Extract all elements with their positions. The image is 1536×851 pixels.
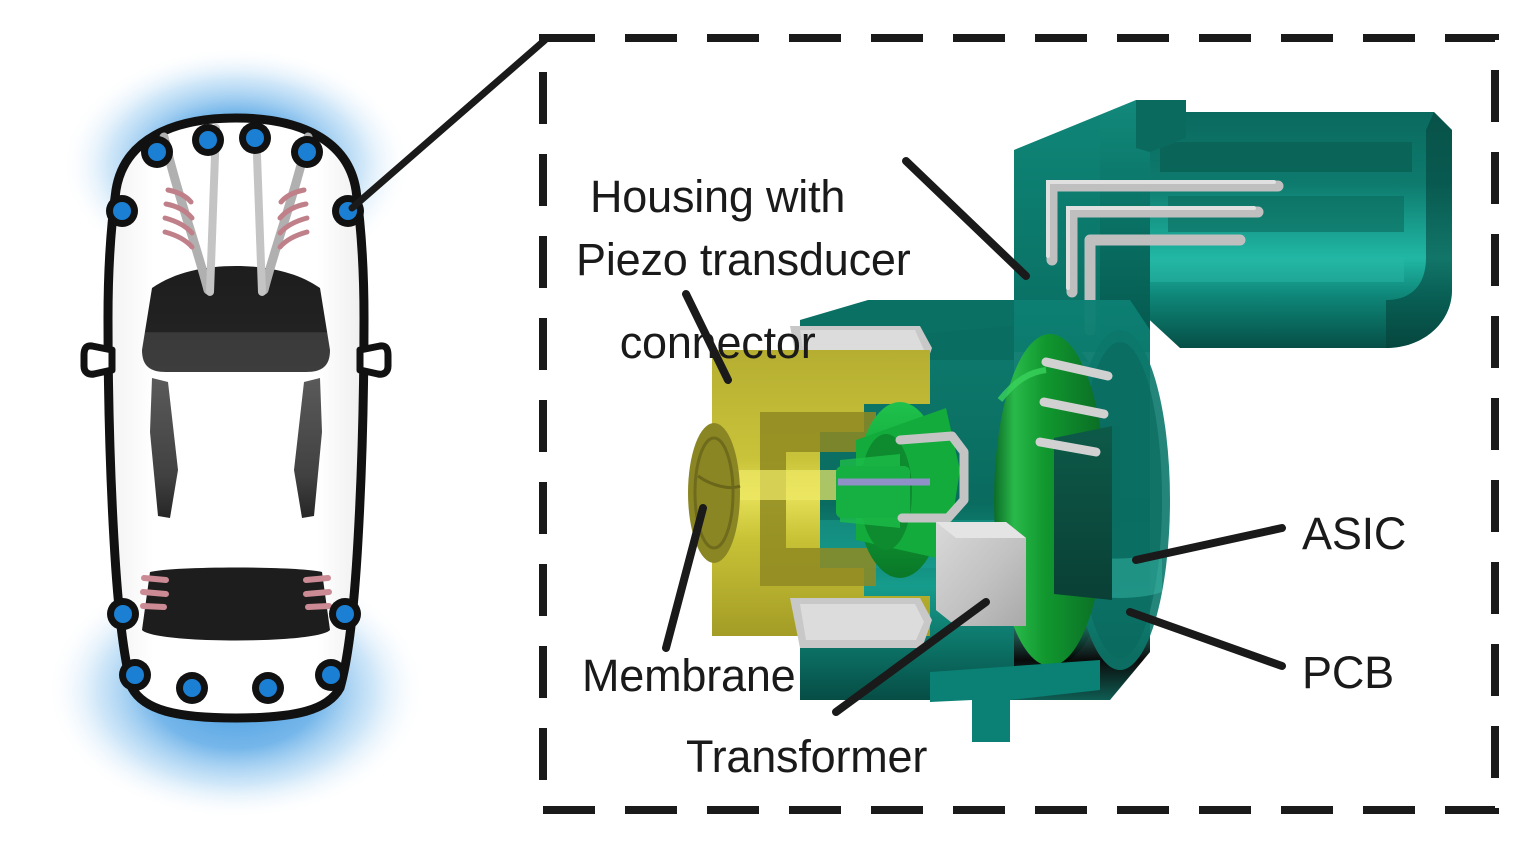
sensor-panel <box>539 34 1499 814</box>
headlight-left <box>162 187 195 250</box>
sensor-panel-border <box>539 34 1499 814</box>
label-pcb: PCB <box>1302 647 1394 698</box>
car-outline <box>103 113 369 723</box>
sensor-dot[interactable] <box>315 659 347 691</box>
left-mirror <box>80 342 116 378</box>
headlight-right <box>277 187 310 250</box>
right-mirror <box>356 342 392 378</box>
sensor-dot[interactable] <box>176 672 208 704</box>
leader-piezo <box>682 290 732 384</box>
windshield <box>142 266 330 372</box>
pin-loop <box>895 431 969 523</box>
left-side-window <box>150 378 178 518</box>
sensor-dot[interactable] <box>119 659 151 691</box>
transformer-block-front <box>936 522 1026 626</box>
sensor-dot[interactable] <box>252 672 284 704</box>
rear-window <box>142 567 330 641</box>
sensor-dot[interactable] <box>141 136 173 168</box>
sensor-assembly-drawing <box>688 100 1452 742</box>
sensor-dot[interactable] <box>106 195 138 227</box>
taillight-left <box>140 575 169 610</box>
car-body <box>80 113 392 723</box>
leader-housing <box>902 157 1030 280</box>
connector-pins-highlight <box>1046 180 1276 290</box>
taillight-right <box>303 575 332 610</box>
sensor-dot[interactable] <box>107 598 139 630</box>
label-asic: ASIC <box>1302 508 1407 559</box>
label-housing-line2: connector <box>619 316 816 368</box>
sensor-dot[interactable] <box>291 136 323 168</box>
sensor-dot[interactable] <box>239 122 271 154</box>
sensor-dot[interactable] <box>329 598 361 630</box>
housing-block <box>1014 100 1186 352</box>
connector-tube <box>1128 112 1452 348</box>
mounting-bracket <box>930 660 1100 742</box>
leader-pcb <box>1126 608 1286 670</box>
callout-leader-line <box>348 36 549 212</box>
label-housing-with-connector: Housing with connector <box>590 76 845 465</box>
leader-transformer <box>832 598 990 716</box>
label-housing-line1: Housing with <box>590 171 846 223</box>
label-leader-lines <box>662 157 1286 716</box>
car-panel <box>46 36 549 820</box>
front-sensors <box>106 122 364 227</box>
label-membrane: Membrane <box>582 650 796 701</box>
right-side-window <box>294 378 322 518</box>
label-piezo-transducer: Piezo transducer <box>576 234 911 285</box>
gasket-lower-hi <box>800 604 924 640</box>
rear-sensors <box>107 598 361 704</box>
sensor-dot[interactable] <box>192 124 224 156</box>
leader-membrane <box>662 504 707 652</box>
leader-asic <box>1132 524 1286 564</box>
label-transformer: Transformer <box>686 731 928 782</box>
